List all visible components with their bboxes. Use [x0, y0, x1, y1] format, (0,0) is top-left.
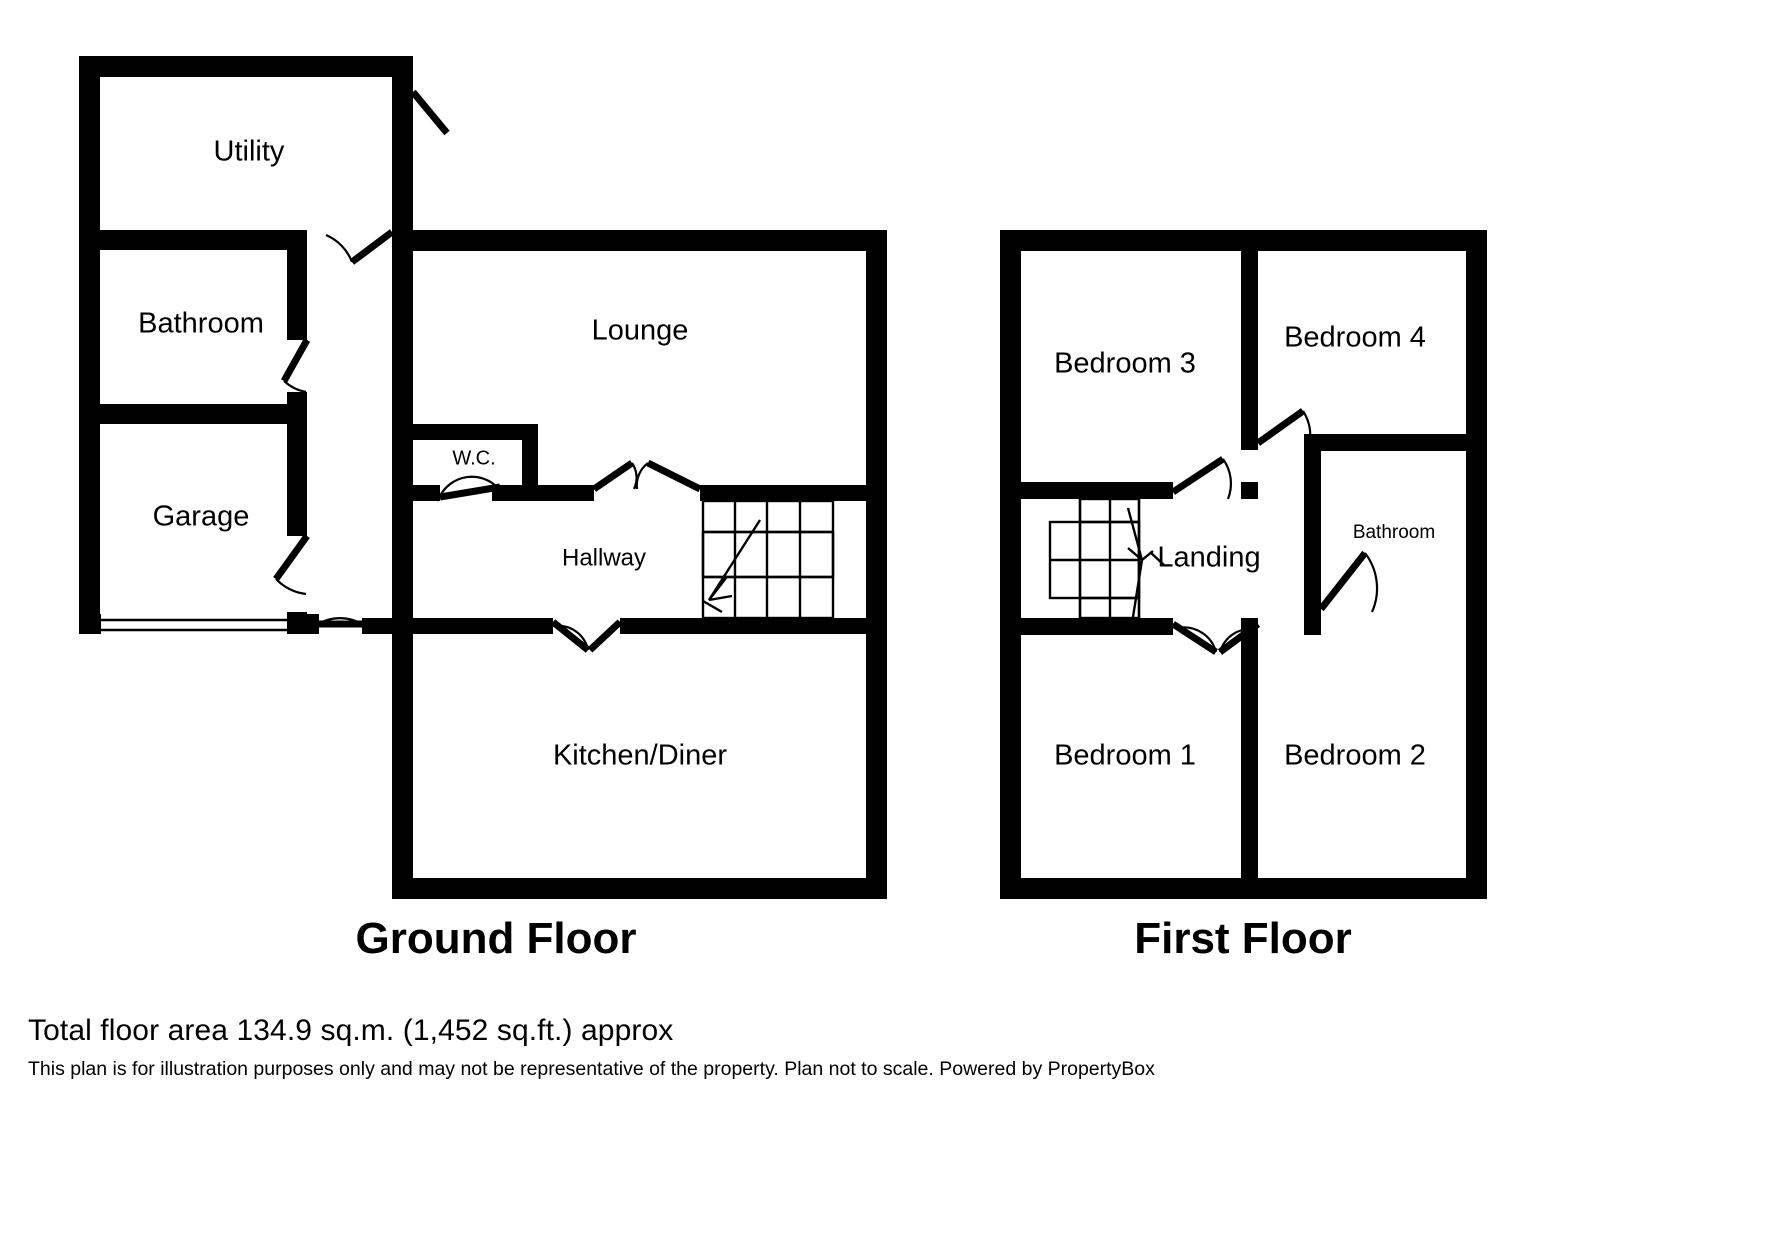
door-bedroom-4 — [1255, 408, 1306, 446]
door-arc-bathroom — [283, 380, 307, 394]
ground-left-wing-walls — [79, 56, 413, 634]
wall-segment — [1241, 635, 1258, 879]
door-arc-entrance — [317, 617, 363, 625]
wall-segment — [79, 230, 307, 250]
wall-segment — [1466, 230, 1487, 899]
wall-segment — [405, 424, 538, 440]
wall-segment — [392, 634, 413, 899]
room-label-kitchen-diner: Kitchen/Diner — [553, 740, 727, 772]
wall-segment — [79, 56, 100, 634]
wall-segment — [287, 404, 307, 536]
door-utility-hall — [349, 229, 395, 265]
room-label-bedroom-4: Bedroom 4 — [1284, 322, 1426, 354]
room-label-bathroom-first: Bathroom — [1353, 522, 1435, 543]
door-arc-lounge-right — [635, 462, 649, 490]
first-floor-group: Bedroom 3 Bedroom 4 Landing Bathroom Bed… — [1000, 230, 1487, 963]
wall-segment — [1021, 482, 1173, 499]
total-floor-area-text: Total floor area 134.9 sq.m. (1,452 sq.f… — [28, 1014, 674, 1047]
ground-main-block-walls — [392, 230, 887, 899]
first-outer-walls — [1000, 230, 1487, 899]
wall-segment — [362, 618, 405, 634]
door-arc-kitchen-left — [555, 624, 590, 651]
first-staircase — [1048, 497, 1165, 620]
first-doors — [1171, 408, 1379, 655]
wall-segment — [303, 614, 319, 634]
door-kitchen-right — [587, 619, 623, 653]
wall-segment — [287, 230, 307, 340]
room-label-landing: Landing — [1157, 542, 1260, 574]
wall-segment — [79, 56, 404, 77]
room-label-bedroom-3: Bedroom 3 — [1054, 348, 1196, 380]
wall-segment — [1000, 230, 1021, 899]
door-garage — [273, 533, 310, 582]
wall-segment — [79, 404, 307, 424]
wall-segment — [405, 618, 553, 634]
wall-segment — [1304, 434, 1487, 451]
wall-segment — [620, 618, 887, 634]
wall-segment — [392, 878, 887, 899]
wall-segment — [522, 424, 538, 494]
wall-segment — [492, 485, 594, 501]
door-lounge-left — [592, 460, 634, 492]
room-label-bathroom: Bathroom — [138, 308, 264, 340]
first-room-labels: Bedroom 3 Bedroom 4 Landing Bathroom Bed… — [1054, 322, 1435, 772]
wall-segment — [1241, 230, 1258, 430]
wall-segment — [287, 612, 307, 634]
room-label-utility: Utility — [214, 136, 285, 168]
room-label-bedroom-2: Bedroom 2 — [1284, 740, 1426, 772]
ground-room-labels: Utility Bathroom Garage Lounge W.C. Hall… — [138, 136, 727, 772]
ground-staircase — [701, 499, 835, 620]
door-bedroom-3 — [1171, 456, 1225, 495]
wall-segment — [1304, 434, 1321, 614]
floor-title-first: First Floor — [1134, 914, 1352, 963]
wall-segment — [1021, 618, 1173, 635]
door-arc-lounge-left — [631, 462, 638, 490]
door-arc-bedroom-1 — [1177, 626, 1218, 653]
door-bathroom-first — [1318, 550, 1368, 612]
room-label-lounge: Lounge — [592, 315, 689, 347]
room-label-garage: Garage — [153, 501, 250, 533]
door-bathroom — [280, 338, 311, 383]
first-internal-walls — [1021, 230, 1487, 879]
door-arc-bedroom-4 — [1302, 410, 1312, 453]
room-label-wc: W.C. — [452, 447, 495, 469]
wall-segment — [392, 56, 413, 142]
wall-segment — [1241, 482, 1258, 499]
floor-title-ground: Ground Floor — [355, 914, 636, 963]
door-wc — [439, 483, 501, 501]
wall-segment — [1000, 878, 1487, 899]
wall-segment — [392, 230, 413, 634]
wall-segment — [392, 230, 887, 251]
door-arc-utility — [401, 91, 414, 133]
wall-segment — [1241, 430, 1258, 450]
wall-segment — [79, 614, 101, 634]
room-label-bedroom-1: Bedroom 1 — [1054, 740, 1196, 772]
ground-floor-group: Utility Bathroom Garage Lounge W.C. Hall… — [79, 56, 887, 963]
door-arc-garage — [275, 578, 307, 596]
door-arc-wc-2 — [439, 475, 498, 497]
disclaimer-text: This plan is for illustration purposes o… — [28, 1058, 1155, 1080]
ground-doors — [273, 89, 702, 653]
room-label-hallway: Hallway — [562, 544, 646, 571]
wall-segment — [392, 142, 413, 230]
wall-segment — [1304, 611, 1321, 635]
door-arc-utility-hall — [325, 233, 354, 263]
wall-segment — [700, 485, 887, 501]
door-arc-bedroom-3 — [1222, 458, 1233, 500]
ground-internal-walls — [405, 424, 887, 634]
door-lounge-right — [646, 459, 702, 493]
door-arc-bathroom-first — [1364, 552, 1379, 613]
door-arc-bedroom-2 — [1218, 627, 1255, 653]
door-utility — [410, 89, 450, 136]
wall-segment — [405, 485, 440, 501]
wall-segment — [866, 230, 887, 899]
door-arc-wc — [436, 496, 441, 502]
